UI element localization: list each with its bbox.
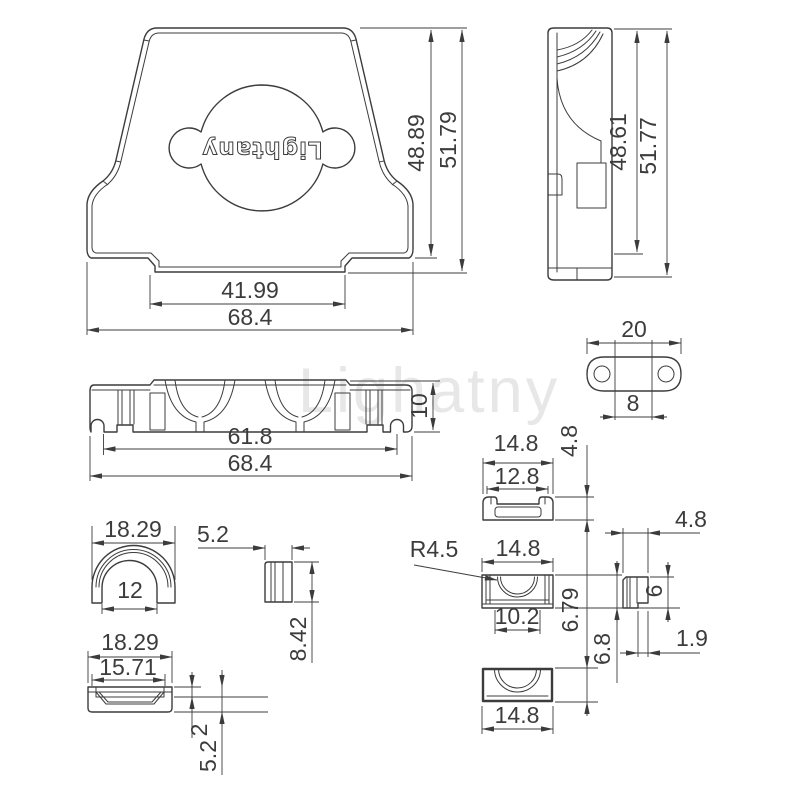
sr-bottom-details — [486, 668, 549, 697]
bottom-outline — [89, 379, 413, 433]
grommet-bottom-view: 18.29 15.71 2 5.2 — [87, 629, 268, 775]
dim-label-sr-top-width: 14.8 — [494, 430, 539, 456]
dim-label-grommet-side-width: 5.2 — [197, 521, 229, 547]
side-outline — [547, 27, 613, 281]
front-outline-inner — [91, 32, 409, 268]
dim-label-side-body-height: 48.61 — [605, 113, 631, 171]
sr-side-details — [626, 576, 638, 609]
dim-label-sr-side-height: 6 — [641, 585, 667, 598]
dim-label-front-outer-width: 68.4 — [228, 304, 273, 330]
dim-label-sr-front-offset: 6.79 — [557, 588, 583, 633]
grommet-side-outline — [264, 561, 293, 603]
dim-label-sr-bottom-width: 14.8 — [495, 702, 540, 728]
grommet-front-extension-lines — [91, 526, 176, 614]
dim-label-bottom-outer-width: 68.4 — [228, 450, 273, 476]
dim-label-grommet-front-opening: 12 — [117, 577, 143, 603]
grommet-front-view: 18.29 12 — [91, 516, 176, 614]
dim-label-side-overall-height: 51.77 — [635, 117, 661, 175]
dim-label-front-overall-height: 51.79 — [435, 111, 461, 169]
plate-extension-lines — [586, 338, 682, 420]
plate-outline — [586, 356, 682, 392]
watermark-text: Lighatny — [298, 356, 560, 426]
front-corner-ticks — [102, 39, 398, 186]
dim-label-sr-top-inner: 12.8 — [495, 463, 540, 489]
dim-label-grommet-bottom-width: 18.29 — [101, 629, 159, 655]
bottom-extension-lines — [89, 380, 440, 481]
grommet-side-view: 5.2 8.42 — [197, 521, 319, 663]
dim-label-sr-front-opening: 10.2 — [495, 603, 540, 629]
dim-label-grommet-bottom-height: 5.2 — [195, 740, 221, 772]
side-inner-lines — [547, 29, 613, 281]
front-view: Lightany 41.99 68.4 48.89 51.79 — [86, 27, 467, 335]
side-extension-lines — [614, 28, 672, 278]
sr-bottom-outline — [481, 667, 554, 703]
dim-label-front-body-height: 48.89 — [403, 114, 429, 172]
plate-hole-left — [593, 365, 611, 383]
dim-label-sr-front-height: 6.8 — [589, 633, 615, 665]
sr-top-outline — [482, 496, 554, 521]
sr-top-cap-lines — [490, 496, 546, 505]
strain-relief-top-view: 14.8 12.8 4.8 — [482, 425, 594, 714]
dim-label-plate-width: 20 — [621, 316, 647, 342]
grommet-front-arcs — [95, 549, 172, 588]
dim-label-grommet-side-height: 8.42 — [285, 617, 311, 662]
strain-relief-bottom-view: 14.8 — [481, 667, 598, 734]
dim-label-grommet-front-width: 18.29 — [104, 516, 162, 542]
sr-front-extension-lines — [481, 558, 680, 634]
sr-side-extension-lines — [605, 528, 700, 657]
dim-label-sr-top-height: 4.8 — [556, 425, 582, 457]
strain-relief-side-view: 4.8 6 1.9 — [605, 506, 708, 657]
sr-top-slot — [494, 506, 542, 518]
sr-bottom-extension-lines — [481, 667, 598, 734]
grommet-side-extension-lines — [198, 545, 319, 603]
logo-text: Lightany — [201, 136, 322, 162]
front-outline-outer — [86, 27, 414, 273]
dim-label-sr-front-radius: R4.5 — [410, 536, 459, 562]
strain-relief-front-view: R4.5 14.8 10.2 6.8 6.79 — [410, 535, 680, 716]
grommet-front-outline — [91, 544, 176, 604]
sr-front-details — [481, 574, 554, 605]
bottom-view: 61.8 68.4 10 — [89, 379, 440, 481]
dim-label-front-inner-width: 41.99 — [221, 277, 279, 303]
radius-leader-line — [413, 564, 498, 581]
sr-front-outline — [481, 574, 554, 609]
bottom-inner-details — [91, 379, 411, 433]
dim-label-grommet-bottom-inner: 15.71 — [99, 654, 157, 680]
dim-label-bottom-thickness: 10 — [406, 393, 432, 419]
front-extension-lines — [86, 27, 467, 335]
dim-label-sr-front-width: 14.8 — [496, 535, 541, 561]
dim-label-bottom-inner-width: 61.8 — [228, 423, 273, 449]
dim-label-grommet-bottom-lip: 2 — [186, 724, 212, 737]
cable-clamp-plate-view: 20 8 — [586, 316, 682, 420]
dim-label-sr-side-step: 1.9 — [676, 625, 708, 651]
dim-label-sr-side-width: 4.8 — [675, 506, 707, 532]
plate-hole-right — [657, 365, 675, 383]
grommet-bottom-outline — [87, 686, 173, 713]
logo-emboss-outline — [168, 84, 356, 212]
grommet-bottom-details — [87, 686, 173, 705]
dim-label-plate-slot: 8 — [627, 390, 640, 416]
grommet-side-details — [270, 561, 284, 603]
side-view: 48.61 51.77 — [547, 27, 672, 281]
